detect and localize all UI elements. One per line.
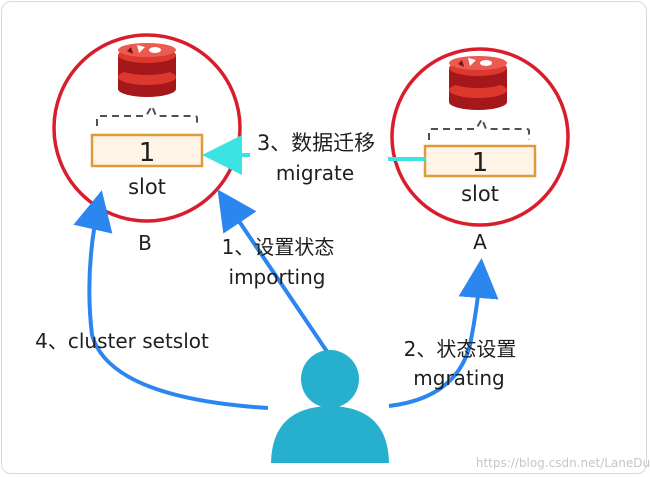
left-slot-brace xyxy=(96,103,198,126)
watermark: https://blog.csdn.net/LaneDu xyxy=(476,456,650,470)
right-node: 1 slot xyxy=(390,47,570,227)
redis-icon xyxy=(118,43,176,97)
importing-arrow xyxy=(217,189,330,355)
right-node-circle xyxy=(390,47,570,227)
mgrating-label-line-2: mgrating xyxy=(413,366,504,390)
left-slot-label: slot xyxy=(128,175,166,199)
importing-label-line-1: 1、设置状态 xyxy=(222,235,335,259)
setslot-label: 4、cluster setslot xyxy=(35,329,209,353)
right-slot-brace xyxy=(428,116,530,140)
right-slot-label: slot xyxy=(461,182,499,206)
node-a-label: A xyxy=(473,230,487,254)
node-b-label: B xyxy=(138,231,152,255)
user-icon xyxy=(271,350,389,463)
migrate-label-line-2: migrate xyxy=(276,161,354,185)
left-node-circle xyxy=(52,33,242,223)
importing-label-line-2: importing xyxy=(229,265,326,289)
mgrating-label-line-1: 2、状态设置 xyxy=(404,337,517,361)
redis-icon xyxy=(449,56,507,110)
migrate-label-line-1: 3、数据迁移 xyxy=(257,131,375,155)
mgrating-arrow xyxy=(388,258,499,408)
setslot-arrow xyxy=(73,190,269,410)
left-node: 1 slot xyxy=(52,33,242,223)
left-slot-number: 1 xyxy=(139,138,156,168)
right-slot-number: 1 xyxy=(472,148,489,178)
